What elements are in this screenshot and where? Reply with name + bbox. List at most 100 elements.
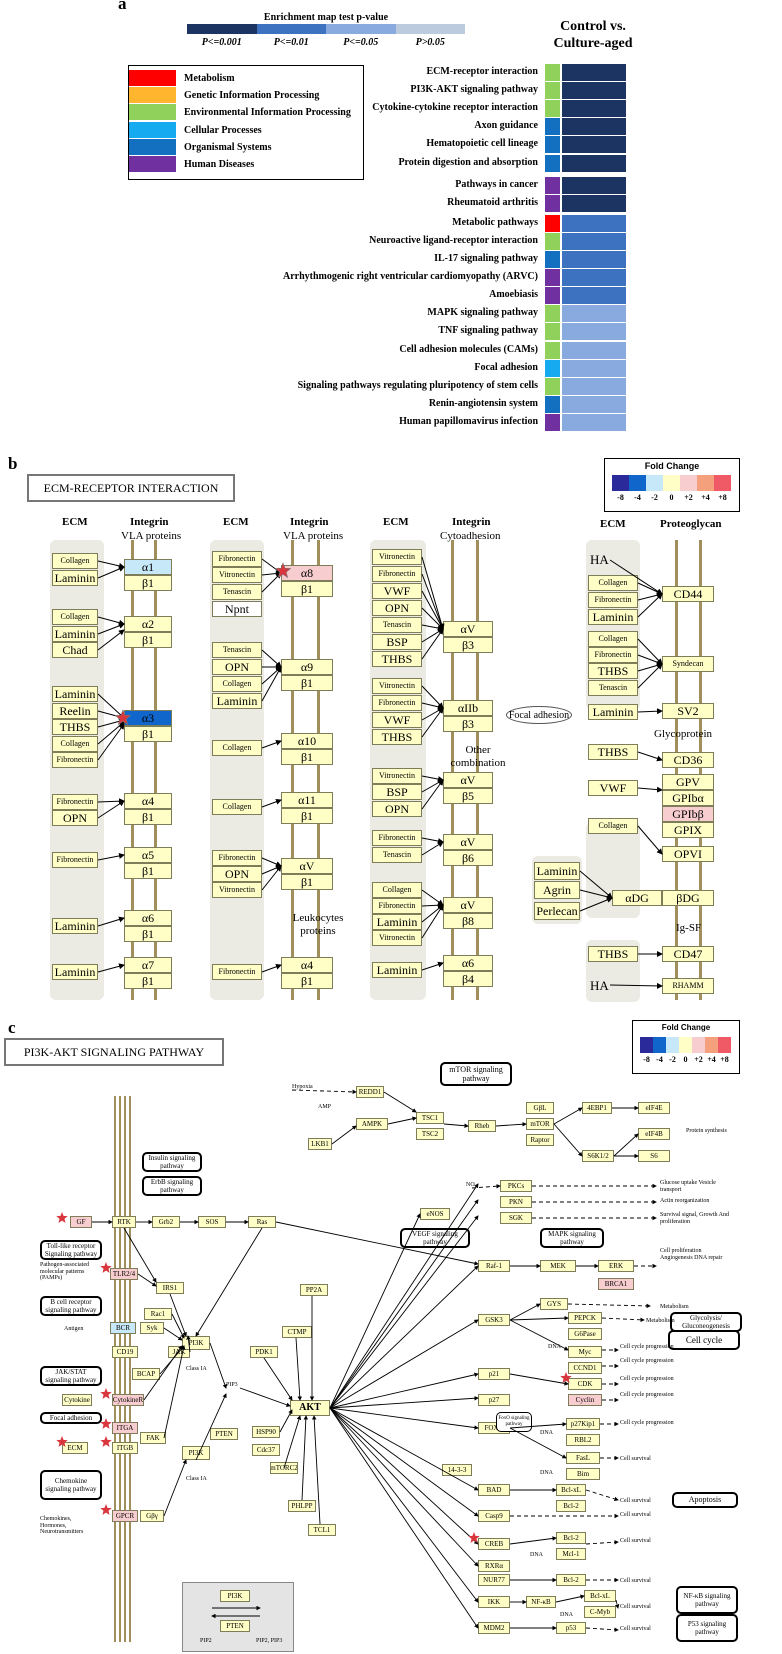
pathway-link-box: Cell cycle <box>668 1330 740 1350</box>
receptor: CD36 <box>662 752 714 768</box>
ecm-ligand: Laminin <box>52 570 98 586</box>
fold-change-label: 0 <box>683 1055 688 1064</box>
pathway-category-cell <box>545 341 560 359</box>
pathway-node: TLR2/4 <box>110 1268 138 1280</box>
membrane-rod <box>124 1096 126 1642</box>
pathway-link-box: P53 signaling pathway <box>676 1614 738 1642</box>
integrin-beta: β1 <box>281 581 333 597</box>
pathway-node: mTOR <box>526 1118 554 1130</box>
ecm-ligand: Fibronectin <box>212 850 262 866</box>
signal-arrow <box>329 1372 479 1409</box>
pathway-node: Rheb <box>468 1120 496 1132</box>
signal-arrow <box>509 1373 569 1386</box>
pathway-pvalue-cell <box>562 269 626 287</box>
signal-arrow <box>509 1315 569 1321</box>
pathway-node: AMPK <box>356 1118 388 1130</box>
pathway-category-cell <box>545 214 560 232</box>
pathway-pvalue-cell <box>562 251 626 269</box>
signal-arrow <box>601 1317 645 1323</box>
diagram-annotation: PIP2, PIP3 <box>256 1638 283 1644</box>
integrin-alpha: α2 <box>124 616 172 632</box>
pathway-pvalue-cell <box>562 82 626 100</box>
fold-change-swatch <box>640 1037 653 1053</box>
signal-arrow <box>169 1293 187 1337</box>
ecm-ligand: OPN <box>212 659 262 675</box>
signal-arrow <box>585 1627 619 1633</box>
ecm-ligand: Collagen <box>52 736 98 752</box>
ecm-ligand: Fibronectin <box>372 830 422 846</box>
ecm-ligand: Agrin <box>534 881 580 899</box>
diagram-annotation: Actin reorganization <box>660 1198 710 1204</box>
ecm-ligand: Fibronectin <box>372 566 422 582</box>
fold-change-swatch <box>697 475 714 491</box>
ecm-ligand: Collagen <box>588 631 638 647</box>
pathway-pvalue-cell <box>562 232 626 250</box>
signal-arrow <box>329 1407 479 1517</box>
integrin-beta: β1 <box>124 863 172 879</box>
fold-change-swatch <box>629 475 646 491</box>
pathway-category-cell <box>545 251 560 269</box>
signal-arrow <box>329 1215 479 1409</box>
fold-change-label: +4 <box>701 493 710 502</box>
pathway-pvalue-cell <box>562 413 626 431</box>
column-header: Integrin <box>452 516 491 528</box>
ecm-ligand: Collagen <box>372 882 422 898</box>
pathway-label: MAPK signaling pathway <box>427 307 538 319</box>
integrin-beta: β1 <box>124 575 172 591</box>
ecm-ligand: Laminin <box>372 914 422 930</box>
pathway-node: Bim <box>566 1468 600 1480</box>
signal-arrow <box>329 1199 479 1409</box>
signal-arrow <box>195 1227 263 1337</box>
pathway-node: ITGA <box>112 1422 138 1434</box>
signal-arrow <box>555 1594 585 1603</box>
star-marker-icon <box>468 1532 480 1543</box>
signal-arrow <box>614 1599 620 1609</box>
panel-b-title: ECM-RECEPTOR INTERACTION <box>27 474 235 502</box>
signal-arrow <box>585 1539 619 1545</box>
pathway-node: ECM <box>62 1442 88 1454</box>
signal-arrow <box>301 1415 309 1501</box>
ecm-ligand: Laminin <box>52 918 98 934</box>
receptor: OPVI <box>662 846 714 862</box>
star-marker-icon <box>56 1436 68 1447</box>
diagram-annotation: Survival signal, Growth And proliferatio… <box>660 1212 729 1225</box>
pathway-node: Syk <box>140 1322 164 1334</box>
fold-change-label: 0 <box>669 493 674 502</box>
ecm-ligand: VWF <box>588 780 638 796</box>
ecm-ligand: BSP <box>372 784 422 800</box>
ecm-ligand: Laminin <box>52 626 98 642</box>
pvalue-swatch <box>187 24 257 34</box>
signal-arrow <box>329 1183 479 1409</box>
pathway-pvalue-cell <box>562 118 626 136</box>
ecm-ligand: Laminin <box>212 693 262 709</box>
diagram-annotation: Cell cycle progression <box>620 1376 674 1382</box>
membrane-rod <box>154 540 157 1000</box>
ecm-ligand: Fibronectin <box>588 647 638 663</box>
pathway-category-cell <box>545 395 560 413</box>
pathway-node: MEK <box>540 1260 576 1272</box>
integrin-alpha: α6 <box>124 910 172 926</box>
receptor: CD47 <box>662 946 714 962</box>
diagram-annotation: Cell survival <box>620 1626 651 1632</box>
pvalue-label: P>0.05 <box>415 37 445 48</box>
pathway-pvalue-cell <box>562 395 626 413</box>
ecm-ligand: VWF <box>372 583 422 599</box>
pathway-node: PTEN <box>220 1620 250 1632</box>
signal-arrow <box>329 1407 479 1491</box>
pathway-category-cell <box>545 269 560 287</box>
column-header: VLA proteins <box>283 530 344 542</box>
diagram-annotation: Hypoxia <box>292 1084 313 1090</box>
column-header: Leukocytes proteins <box>292 912 344 937</box>
receptor: CD44 <box>662 586 714 602</box>
pathway-node: CTMP <box>282 1326 312 1338</box>
star-marker-icon <box>560 1372 572 1383</box>
ecm-ligand: BSP <box>372 634 422 650</box>
category-label: Cellular Processes <box>184 124 262 136</box>
pathway-pvalue-cell <box>562 154 626 172</box>
pathway-node: CytokineR <box>112 1394 144 1406</box>
ecm-ligand: Laminin <box>588 609 638 625</box>
fold-change-swatch <box>692 1037 705 1053</box>
signal-arrow <box>311 1415 321 1525</box>
panel-c-letter: c <box>8 1018 16 1037</box>
